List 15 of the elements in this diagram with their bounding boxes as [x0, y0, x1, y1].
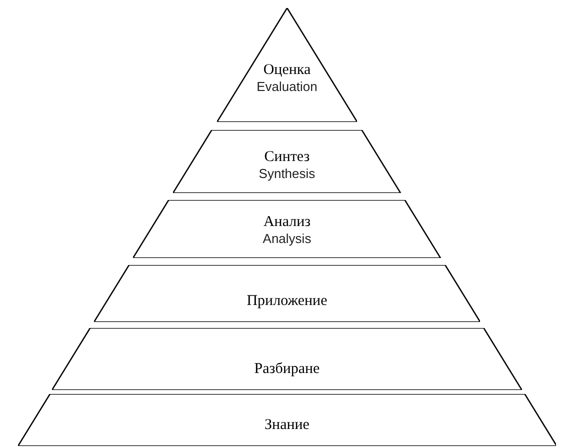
layer-label: Оценка: [263, 62, 311, 79]
pyramid-layer: [173, 130, 401, 193]
pyramid-layer: [52, 328, 522, 390]
pyramid-layer: [216, 8, 358, 122]
layer-label: Разбиране: [254, 361, 320, 378]
layer-label: Synthesis: [258, 166, 316, 181]
pyramid-layer: [18, 394, 556, 446]
layer-label: Анализ: [263, 214, 311, 231]
layer-label: Синтез: [264, 149, 310, 166]
layer-label: Приложение: [246, 293, 328, 310]
pyramid-layer: [94, 265, 480, 322]
layer-label: Analysis: [262, 231, 312, 246]
pyramid-layer: [133, 200, 441, 258]
layer-label: Evaluation: [256, 79, 318, 94]
layer-label: Знание: [264, 417, 310, 434]
